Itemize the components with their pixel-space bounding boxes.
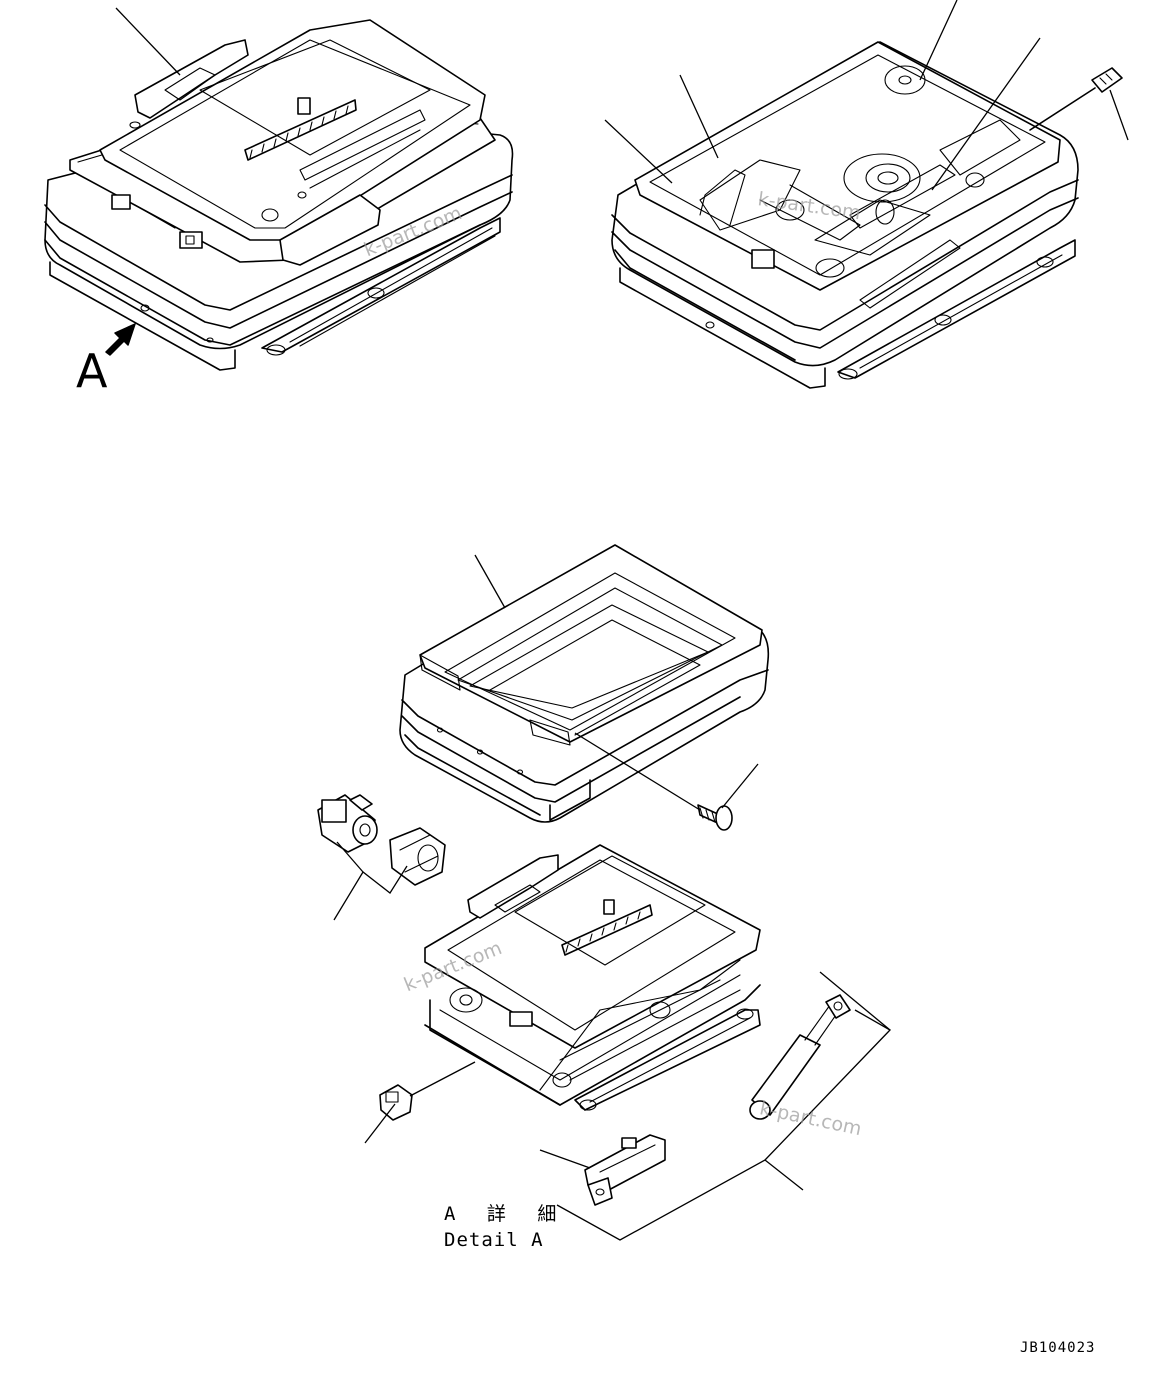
drawing-code: JB104023 bbox=[1020, 1340, 1096, 1356]
suspension-unit bbox=[424, 844, 761, 1111]
view-label: A bbox=[76, 344, 108, 398]
seat-cushion bbox=[399, 544, 770, 823]
motor-switch-parts bbox=[317, 794, 446, 886]
leader-lines bbox=[115, 0, 1129, 1241]
screw-part bbox=[697, 804, 733, 831]
detail-title-jp: A 詳 細 bbox=[444, 1203, 567, 1225]
seat-assembly-left bbox=[44, 19, 514, 371]
switch-part bbox=[379, 1084, 413, 1121]
bracket-part bbox=[584, 1134, 666, 1206]
seat-assembly-right bbox=[611, 41, 1123, 389]
view-arrow-icon bbox=[105, 323, 136, 356]
damper-part bbox=[749, 994, 851, 1120]
detail-title-en: Detail A bbox=[444, 1229, 544, 1251]
